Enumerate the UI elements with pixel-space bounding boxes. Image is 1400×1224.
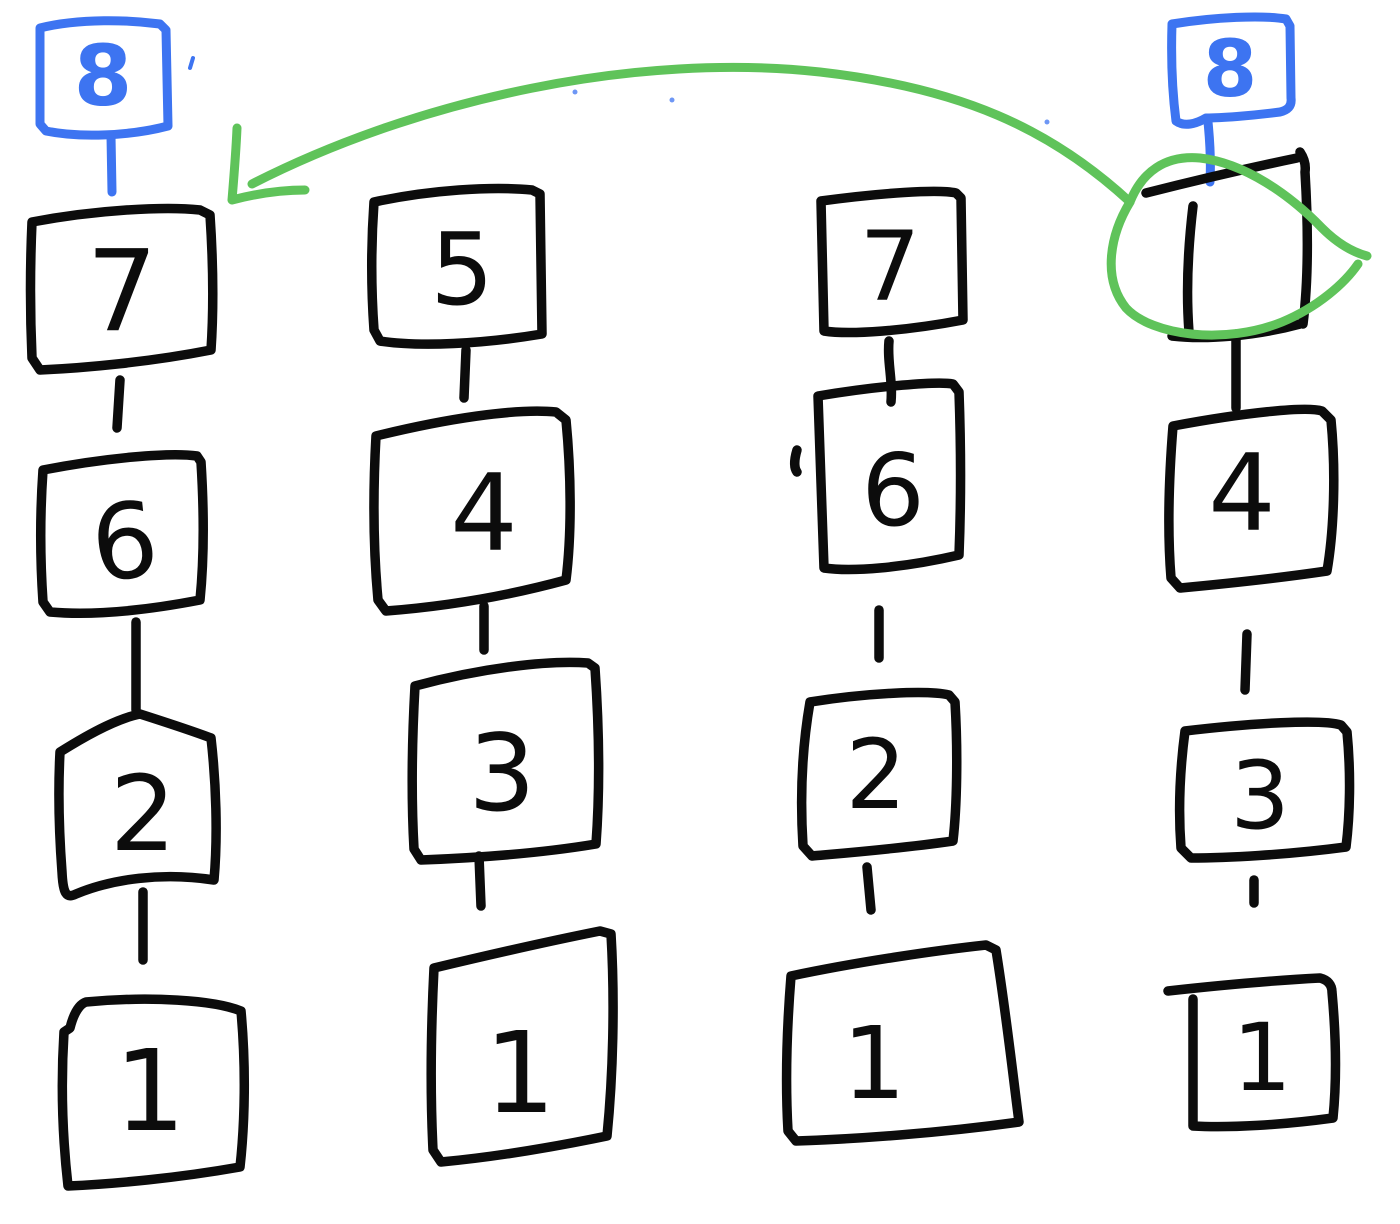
node-value: 1 — [842, 1005, 906, 1122]
link-line — [1240, 629, 1252, 695]
arrowhead — [227, 123, 310, 205]
list1-node-1: 6 — [36, 450, 208, 618]
node-box — [25, 203, 218, 375]
node-value: 2 — [845, 719, 906, 831]
node-value: 7 — [86, 227, 157, 357]
list1-node-2: 2 — [54, 709, 221, 901]
list-4: 8 4 3 1 — [1141, 12, 1355, 1132]
link-line — [883, 336, 897, 407]
node-box — [54, 709, 221, 901]
stray-mark — [1044, 119, 1050, 125]
node-value: 3 — [468, 712, 535, 835]
list3-node-0: 7 — [816, 186, 968, 338]
node-box — [426, 926, 618, 1167]
node-box — [1174, 717, 1355, 863]
pointer-left-stem — [106, 131, 117, 197]
stray-mark — [188, 56, 195, 70]
stray-mark — [669, 97, 675, 103]
list2-node-0: 5 — [367, 183, 547, 349]
list3-node-2: 2 — [796, 687, 962, 861]
node-box — [367, 183, 547, 349]
list3-node-1: 6 — [790, 378, 966, 575]
node-box — [813, 378, 966, 575]
list4-node-0-empty — [1141, 147, 1313, 343]
pen-restroke — [790, 445, 802, 477]
list2-node-1: 4 — [369, 406, 575, 616]
node-box — [816, 186, 968, 338]
pointer-right-label: 8 — [1203, 25, 1257, 115]
node-value: 7 — [859, 211, 920, 323]
pointer-left-label: 8 — [74, 27, 132, 125]
stray-mark — [572, 89, 578, 95]
list2-node-2: 3 — [407, 657, 604, 865]
node-box — [36, 450, 208, 618]
node-value: 5 — [430, 211, 494, 328]
pointer-box-left: 8 — [35, 16, 173, 197]
node-value: 6 — [85, 478, 164, 606]
list4-node-2: 3 — [1174, 717, 1355, 863]
node-box — [1163, 973, 1341, 1132]
list2-node-3: 1 — [426, 926, 618, 1167]
stray-marks — [188, 56, 1050, 125]
list-2: 5 4 3 1 — [367, 183, 618, 1167]
node-box — [781, 940, 1024, 1146]
list-1: 8 7 6 2 1 — [25, 16, 250, 1191]
highlight-loop-top — [1125, 153, 1372, 261]
node-value: 4 — [450, 452, 517, 575]
node-value: 1 — [114, 1027, 185, 1157]
list1-node-3: 1 — [57, 994, 250, 1191]
link-line — [474, 851, 486, 911]
node-value: 4 — [1208, 432, 1275, 555]
link-line — [459, 345, 471, 403]
link-line — [862, 862, 876, 915]
node-box — [57, 994, 250, 1191]
node-box — [1164, 404, 1339, 593]
node-box — [1141, 147, 1313, 343]
node-value: 1 — [484, 1009, 555, 1139]
node-value: 3 — [1230, 742, 1290, 851]
list4-node-3: 1 — [1163, 973, 1341, 1132]
node-box — [369, 406, 575, 616]
list-3: 7 6 2 1 — [781, 186, 1024, 1146]
node-value: 6 — [861, 432, 925, 549]
pointer-box-left-outline — [35, 16, 173, 140]
list1-node-0: 7 — [25, 203, 218, 375]
list3-node-3: 1 — [781, 940, 1024, 1146]
node-box — [407, 657, 604, 865]
node-value: 2 — [110, 753, 176, 875]
pointer-box-right-outline — [1167, 12, 1296, 129]
annotation-arrow-curve — [247, 62, 1135, 207]
list4-node-1: 4 — [1164, 404, 1339, 593]
link-line — [112, 375, 125, 433]
green-annotation — [227, 62, 1372, 340]
highlight-loop-bottom — [1106, 197, 1363, 340]
node-value: 1 — [1232, 1004, 1292, 1113]
node-box — [796, 687, 962, 861]
